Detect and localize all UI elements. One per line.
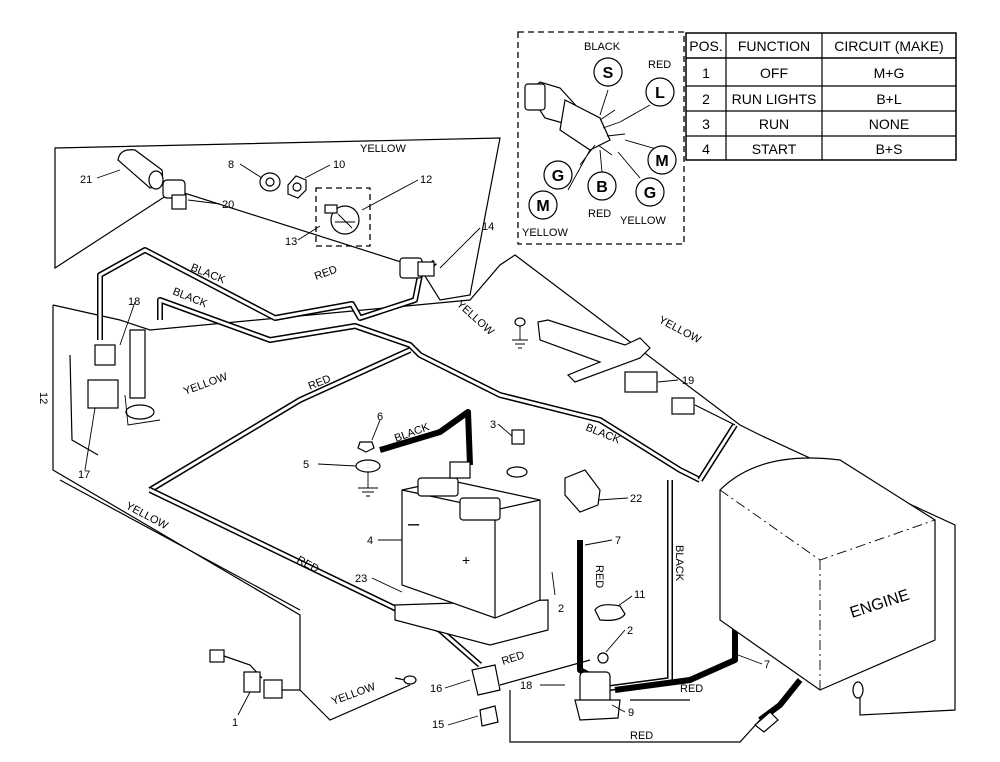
- part-number: 18: [520, 680, 532, 692]
- seat-switch: [87, 329, 161, 426]
- wire-label-red: RED: [313, 264, 339, 283]
- part-number: 1: [232, 717, 238, 729]
- part-number: 6: [377, 411, 383, 423]
- part-number: 22: [630, 493, 642, 505]
- ground-symbol: [512, 317, 528, 349]
- wire-label-yellow: YELLOW: [330, 681, 378, 708]
- table-cell: OFF: [760, 65, 788, 81]
- wire-label-red: RED: [680, 683, 703, 695]
- table-header-function: FUNCTION: [738, 38, 810, 54]
- wire-label-yellow: YELLOW: [657, 314, 704, 346]
- table-cell: 2: [702, 91, 710, 107]
- part-number: 10: [333, 159, 345, 171]
- part-number: 20: [222, 199, 234, 211]
- table-header-circuit: CIRCUIT (MAKE): [834, 38, 943, 54]
- part-number: 7: [764, 659, 770, 671]
- part-number: 15: [432, 719, 444, 731]
- terminal-m: M: [655, 153, 668, 170]
- part-number: 14: [482, 221, 494, 233]
- table-cell: RUN LIGHTS: [732, 91, 817, 107]
- terminal-g: G: [552, 168, 564, 185]
- wire-label-black: BLACK: [673, 545, 685, 582]
- battery-negative-mark: –: [408, 513, 420, 535]
- ignition-table: POS. FUNCTION CIRCUIT (MAKE) 1 OFF M+G 2…: [685, 32, 957, 161]
- switch-wire-black: BLACK: [584, 41, 621, 53]
- part-number: 13: [285, 236, 297, 248]
- switch-wire-yellow: YELLOW: [620, 215, 666, 227]
- table-cell: 1: [702, 65, 710, 81]
- switch-wire-red: RED: [648, 59, 671, 71]
- wire-label-red: RED: [500, 649, 526, 668]
- solenoid: [574, 652, 621, 721]
- ignition-switch: [315, 187, 371, 247]
- terminal-l: L: [655, 85, 665, 102]
- battery-positive-mark: +: [462, 552, 470, 568]
- part-number: 9: [628, 707, 634, 719]
- part-number: 23: [355, 573, 367, 585]
- switch-wire-yellow: YELLOW: [522, 227, 568, 239]
- bushing: [259, 172, 307, 199]
- wire-label-yellow: YELLOW: [360, 143, 406, 155]
- ground-bolt: [355, 441, 381, 497]
- wire-label-yellow: YELLOW: [182, 371, 230, 398]
- part-number: 12: [420, 174, 432, 186]
- terminal-g: G: [644, 185, 656, 202]
- leader-lines: [84, 163, 763, 726]
- headlight: [117, 149, 187, 210]
- table-cell: START: [752, 141, 797, 157]
- terminal-boot: [564, 469, 601, 513]
- part-number: 21: [80, 174, 92, 186]
- table-cell: 3: [702, 116, 710, 132]
- table-cell: 4: [702, 141, 710, 157]
- wire-label-red: RED: [593, 565, 605, 588]
- lead-connector: [209, 649, 417, 699]
- part-number: 2: [627, 625, 633, 637]
- terminal-b: B: [596, 179, 608, 196]
- part-number: 11: [634, 589, 645, 601]
- switch-wire-red: RED: [588, 208, 611, 220]
- connector: [399, 257, 435, 279]
- key: [471, 664, 501, 727]
- table-cell: B+S: [876, 141, 903, 157]
- part-number: 3: [490, 419, 496, 431]
- table-cell: RUN: [759, 116, 789, 132]
- harness-outline: [52, 137, 956, 721]
- table-header-pos: POS.: [689, 38, 722, 54]
- bolt: [506, 429, 528, 478]
- table-cell: M+G: [874, 65, 905, 81]
- wire-label-yellow: YELLOW: [454, 298, 497, 338]
- wire-label-red: RED: [630, 730, 653, 742]
- table-cell: B+L: [876, 91, 902, 107]
- part-number: 19: [682, 375, 694, 387]
- part-number: 7: [615, 535, 621, 547]
- part-number: 5: [303, 459, 309, 471]
- part-number: 16: [430, 683, 442, 695]
- part-numbers: 21 20 8 10 12 13 14 18 17 12 6 5 3 4 23 …: [37, 159, 770, 731]
- part-number: 2: [558, 603, 564, 615]
- part-number: 8: [228, 159, 234, 171]
- part-number: 17: [78, 469, 90, 481]
- table-cell: NONE: [869, 116, 909, 132]
- switch-detail: S L G B M G M BLACK RED RED YELLOW YELLO…: [517, 31, 685, 245]
- fuse: [594, 604, 626, 621]
- part-number: 18: [128, 296, 140, 308]
- terminal-s: S: [603, 65, 614, 82]
- battery: [394, 461, 549, 646]
- terminal-m: M: [536, 198, 549, 215]
- part-number: 12: [37, 392, 49, 404]
- part-number: 4: [367, 535, 373, 547]
- engine: [719, 457, 936, 733]
- bracket: [537, 319, 736, 426]
